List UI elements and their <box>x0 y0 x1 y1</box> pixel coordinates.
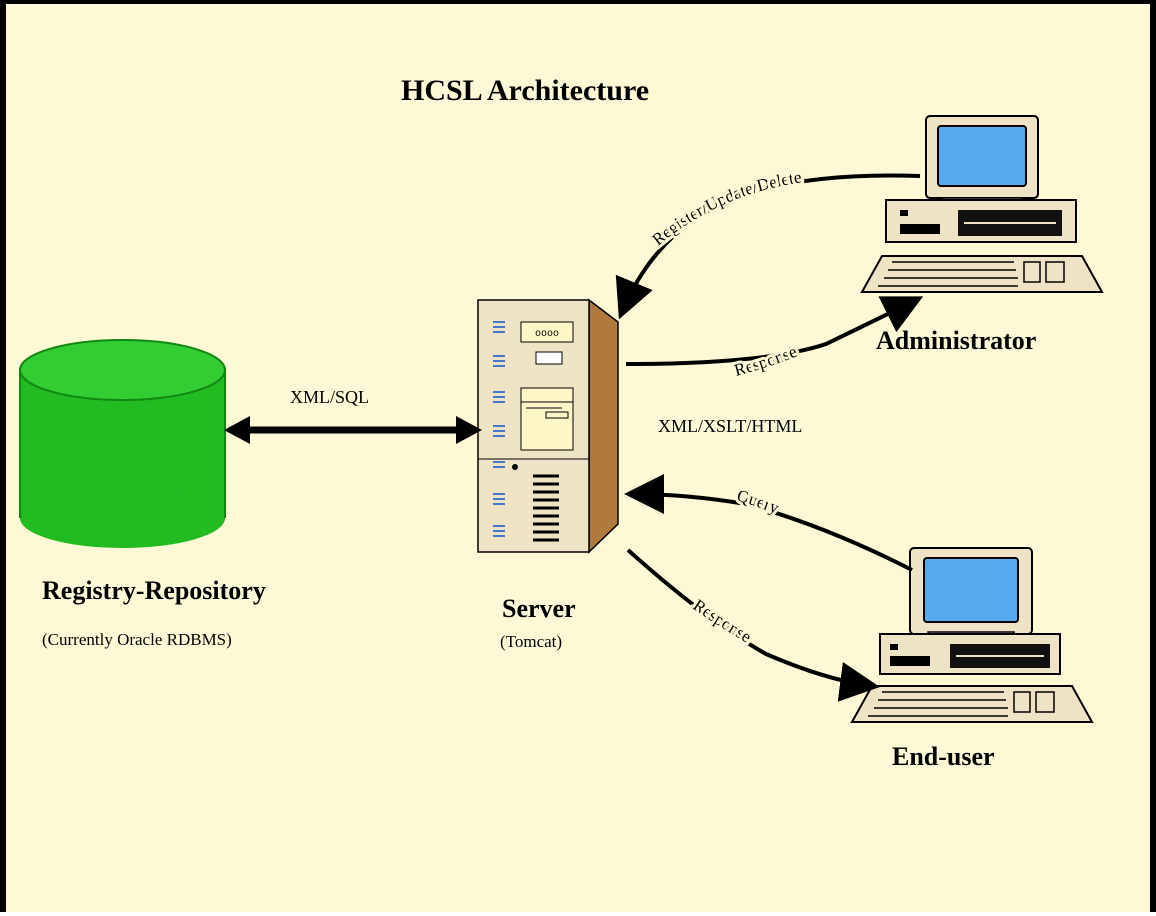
svg-text:Register/Update/Delete: Register/Update/Delete <box>648 167 802 249</box>
end-user-name: End-user <box>892 742 995 771</box>
administrator-name: Administrator <box>876 326 1037 355</box>
svg-text:Response: Response <box>732 342 799 380</box>
svg-text:Query: Query <box>735 486 782 518</box>
svg-text:Response: Response <box>690 596 755 647</box>
edge-server-to-user <box>626 548 880 702</box>
end-user-computer-icon <box>850 547 1094 723</box>
edge-repo-server <box>224 416 482 444</box>
diagram-title: HCSL Architecture <box>401 74 650 107</box>
administrator-computer-icon <box>860 115 1104 293</box>
edge-user-to-server <box>624 474 913 572</box>
edge-admin-to-server <box>615 173 921 320</box>
server-name: Server <box>502 594 576 623</box>
edge-label-register: Register/Update/Delete <box>645 164 805 252</box>
database-icon <box>19 339 226 548</box>
edge-label-xml-sql: XML/SQL <box>290 387 370 407</box>
edge-server-to-admin <box>625 296 924 366</box>
diagram-graphics: oooo <box>19 115 1104 723</box>
edge-label-protocol: XML/XSLT/HTML <box>658 416 803 436</box>
svg-text:oooo: oooo <box>535 329 559 340</box>
repository-name: Registry-Repository <box>42 576 266 605</box>
edge-label-query: Query <box>732 483 785 521</box>
server-icon: oooo <box>477 298 619 554</box>
repository-note: (Currently Oracle RDBMS) <box>42 630 232 649</box>
edge-label-response-admin: Response <box>729 339 802 383</box>
server-note: (Tomcat) <box>500 632 563 651</box>
edge-label-response-user: Response <box>687 593 758 650</box>
